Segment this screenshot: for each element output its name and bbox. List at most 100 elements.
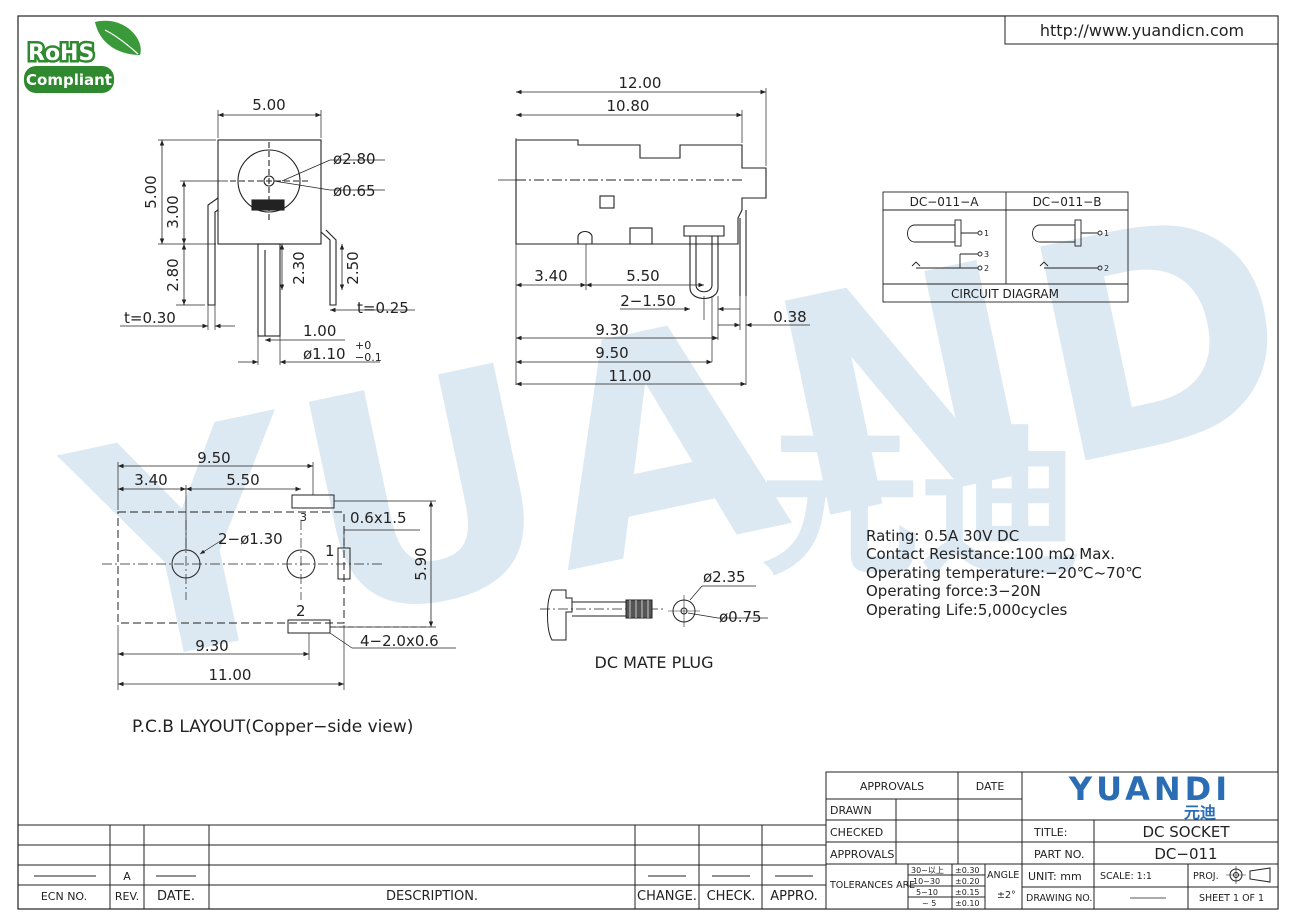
tb-angle: ANGLE [987,870,1019,881]
pcb-layout [102,462,456,690]
tb-scale: SCALE: 1:1 [1100,871,1152,882]
url-box: http://www.yuandicn.com [1004,15,1279,45]
specifications: Rating: 0.5A 30V DC Contact Resistance:1… [866,527,1142,619]
pcb-d550: 5.50 [226,471,259,489]
pcb-d1100: 11.00 [209,666,252,684]
pcb-pads: 4−2.0x0.6 [360,632,439,650]
tb-drawn: DRAWN [830,804,872,817]
tb-angle-tol: ±2° [997,890,1016,901]
title-block [825,771,1279,910]
watermark-chinese: 元迪 [760,411,1080,598]
tb-checked: CHECKED [830,826,883,839]
circuit-a-pin2: 2 [984,264,989,273]
sv-d950: 9.50 [595,344,628,362]
tb-unit: UNIT: mm [1028,870,1082,883]
hdr-ecn: ECN NO. [41,890,87,903]
pcb-caption: P.C.B LAYOUT(Copper−side view) [132,717,413,737]
pcb-hole: 2−ø1.30 [218,530,283,548]
side-view-labels: 12.00 10.80 3.40 5.50 2−1.50 0.38 9.30 9… [534,74,806,385]
revision-block [18,772,827,909]
spec-resistance: Contact Resistance:100 mΩ Max. [866,545,1115,563]
tb-approvals2: APPROVALS [830,848,894,861]
rev-value: A [123,870,131,883]
pcb-d340: 3.40 [134,471,167,489]
tb-title: DC SOCKET [1142,823,1230,841]
circuit-b-pin1: 1 [1104,229,1109,238]
sheet-border [17,15,1279,910]
hdr-change: CHANGE. [637,889,697,904]
tb-tol-3: ±0.10 [955,899,980,908]
tb-tol-0: ±0.30 [955,866,980,875]
tb-tol-range-2: 5~10 [916,888,938,897]
tb-tolerances: TOLERANCES ARE [829,880,915,891]
pcb-d950: 9.50 [197,449,230,467]
tb-part-label: PART NO. [1034,848,1084,861]
spec-rating: Rating: 0.5A 30V DC [866,527,1019,545]
pcb-slot: 0.6x1.5 [350,509,407,527]
title-block-labels: APPROVALS DATE DRAWN CHECKED APPROVALS T… [829,770,1264,908]
circuit-a-pin1: 1 [984,229,989,238]
sv-d340: 3.40 [534,267,567,285]
circuit-diagram [882,191,1129,303]
hdr-check: CHECK. [707,889,756,904]
pcb-pin1: 1 [325,542,335,560]
fv-tol-plus: +0 [355,339,371,352]
sv-d550: 5.50 [626,267,659,285]
plug-caption: DC MATE PLUG [595,653,714,672]
tb-tol-range-1: 10~30 [913,877,940,886]
fv-hole-inner: ø0.65 [333,182,376,200]
rohs-logo: RoHS Compliant [24,20,141,93]
tb-proj: PROJ. [1193,871,1219,882]
plug-labels: ø2.35 ø0.75 DC MATE PLUG [595,568,762,672]
tb-part-no: DC−011 [1154,845,1217,863]
fv-lower: 2.80 [164,258,182,291]
tb-tol-range-3: ~ 5 [922,899,936,908]
pcb-pin3: 3 [300,511,307,524]
tb-approvals: APPROVALS [860,780,924,793]
plug-d-outer: ø2.35 [703,568,746,586]
pcb-height: 5.90 [412,547,430,580]
circuit-a-pin3: 3 [984,250,989,259]
front-view [120,110,415,365]
fv-height: 5.00 [142,175,160,208]
sv-d150: 2−1.50 [620,292,676,310]
pcb-d930: 9.30 [195,637,228,655]
sv-overall: 12.00 [619,74,662,92]
circuit-col-b: DC−011−B [1033,195,1102,209]
plug-d-inner: ø0.75 [719,608,762,626]
watermark-latin: YUANDI [43,115,1290,739]
fv-pin-a: 2.30 [290,251,308,284]
spec-life: Operating Life:5,000cycles [866,601,1068,619]
fv-pin-dia: ø1.10 [303,345,346,363]
sv-d930: 9.30 [595,321,628,339]
hdr-description: DESCRIPTION. [386,889,478,904]
tb-tol-2: ±0.15 [955,888,980,897]
hdr-appro: APPRO. [770,889,817,904]
sv-d038: 0.38 [773,308,806,326]
sv-d1100: 11.00 [609,367,652,385]
fv-tol-minus: −0.1 [355,351,382,364]
circuit-col-a: DC−011−A [910,195,980,209]
fv-pin-b: 2.50 [344,251,362,284]
watermark: YUANDI 元迪 [43,115,1290,739]
circuit-b-pin2: 2 [1104,264,1109,273]
fv-thick-right: t=0.25 [357,299,409,317]
front-view-labels: 5.00 5.00 3.00 2.80 ø2.80 ø0.65 2.30 2.5… [124,96,409,364]
tb-drawing-no: DRAWING NO. [1026,893,1092,904]
pcb-labels: 9.50 3.40 5.50 2−ø1.30 0.6x1.5 3 1 2 5.9… [132,449,439,737]
hdr-rev: REV. [115,890,139,903]
hdr-date: DATE. [157,889,195,904]
sv-body: 10.80 [607,97,650,115]
tb-tol-1: ±0.20 [955,877,980,886]
header-url: http://www.yuandicn.com [1040,21,1244,40]
fv-hole-outer: ø2.80 [333,150,376,168]
tb-date: DATE [976,780,1005,793]
circuit-caption: CIRCUIT DIAGRAM [951,287,1059,301]
spec-force: Operating force:3−20N [866,582,1041,600]
tb-brand: YUANDI [1068,770,1231,808]
rohs-compliant-text: Compliant [26,71,112,89]
tb-brand-cn: 元迪 [1184,803,1216,822]
circuit-labels: DC−011−A DC−011−B CIRCUIT DIAGRAM 1 3 2 … [910,195,1110,301]
fv-pitch: 1.00 [303,322,336,340]
spec-temperature: Operating temperature:−20℃~70℃ [866,564,1142,582]
